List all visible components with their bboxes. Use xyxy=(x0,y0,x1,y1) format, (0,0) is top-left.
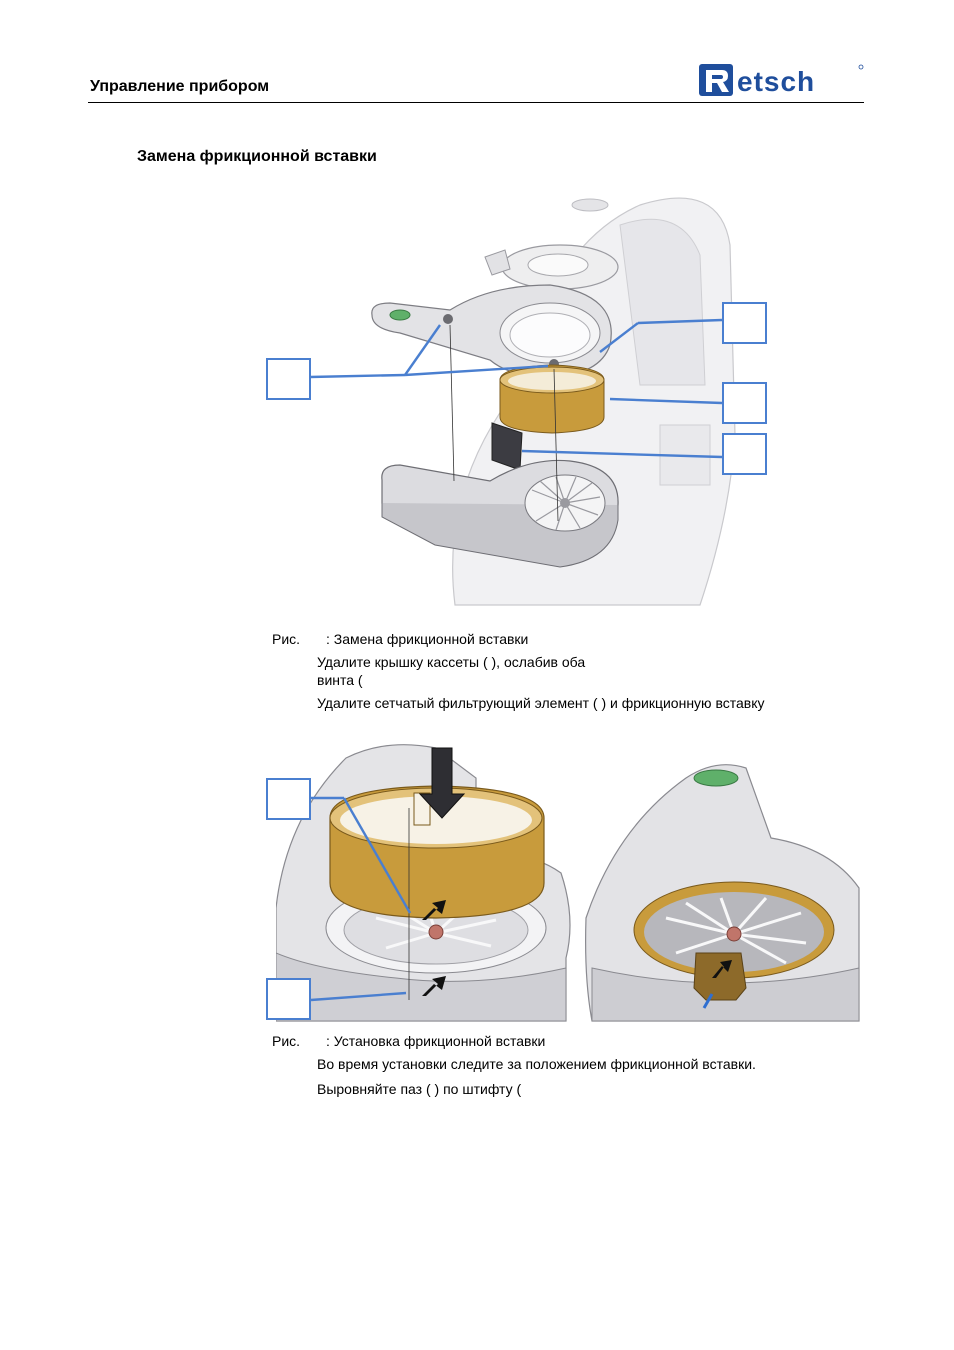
figure-friction-insert-exploded xyxy=(309,197,736,606)
callout-box-friction-insert xyxy=(722,382,767,424)
figure2-step1: Во время установки следите за положением… xyxy=(317,1056,756,1072)
retsch-logo: etsch xyxy=(699,64,864,97)
figure2-caption-prefix: Рис. xyxy=(272,1033,301,1049)
figure2-step2: Выровняйте паз ( ) по штифту ( xyxy=(317,1081,522,1097)
figure1-step2: Удалите сетчатый фильтрующий элемент ( )… xyxy=(317,695,765,711)
callout-box-screws xyxy=(266,358,311,400)
figure1-step1-line2: винта ( xyxy=(317,672,363,688)
figure1-caption-prefix: Рис. xyxy=(272,631,301,647)
svg-text:etsch: etsch xyxy=(737,66,815,97)
callout-box-pin xyxy=(266,978,311,1020)
figure-friction-insert-installation xyxy=(276,744,860,1022)
figure1-step1-line1: Удалите крышку кассеты ( ), ослабив оба xyxy=(317,654,586,670)
header-divider xyxy=(88,102,864,103)
figure2-caption: : Установка фрикционной вставки xyxy=(326,1033,546,1049)
callout-box-groove xyxy=(266,778,311,820)
section-title: Замена фрикционной вставки xyxy=(137,148,377,165)
figure1-caption: : Замена фрикционной вставки xyxy=(326,631,529,647)
callout-box-sieve-element xyxy=(722,433,767,475)
page-header-title: Управление прибором xyxy=(90,78,270,95)
callout-box-cassette-cover xyxy=(722,302,767,344)
